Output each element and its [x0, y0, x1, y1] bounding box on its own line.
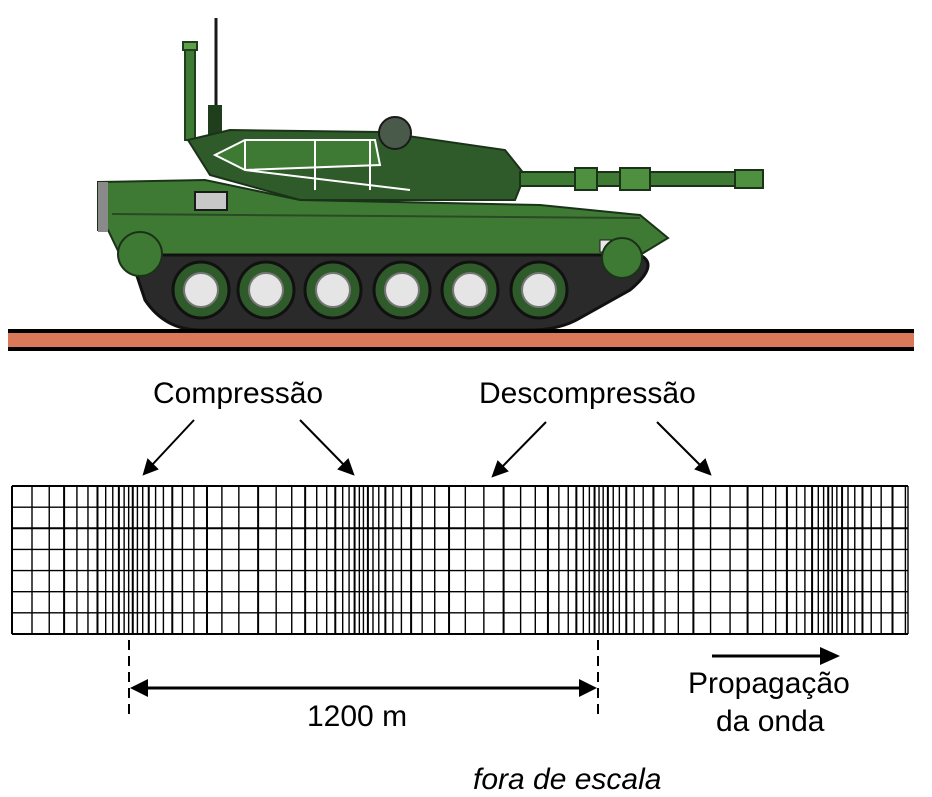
scale-note: fora de escala — [473, 763, 662, 796]
distance-marker — [128, 640, 599, 715]
propagation-arrow — [712, 647, 840, 665]
pointer-arrows — [142, 419, 712, 478]
distance-label: 1200 m — [307, 700, 408, 733]
propagation-label-line2: da onda — [716, 705, 825, 738]
compression-label: Compressão — [153, 377, 324, 410]
road-wheels — [171, 260, 569, 320]
propagation-label-line1: Propagação — [688, 667, 850, 700]
wave-grid — [11, 485, 909, 635]
decompression-label: Descompressão — [479, 377, 696, 410]
tank-icon — [97, 18, 764, 332]
ground — [8, 329, 914, 351]
